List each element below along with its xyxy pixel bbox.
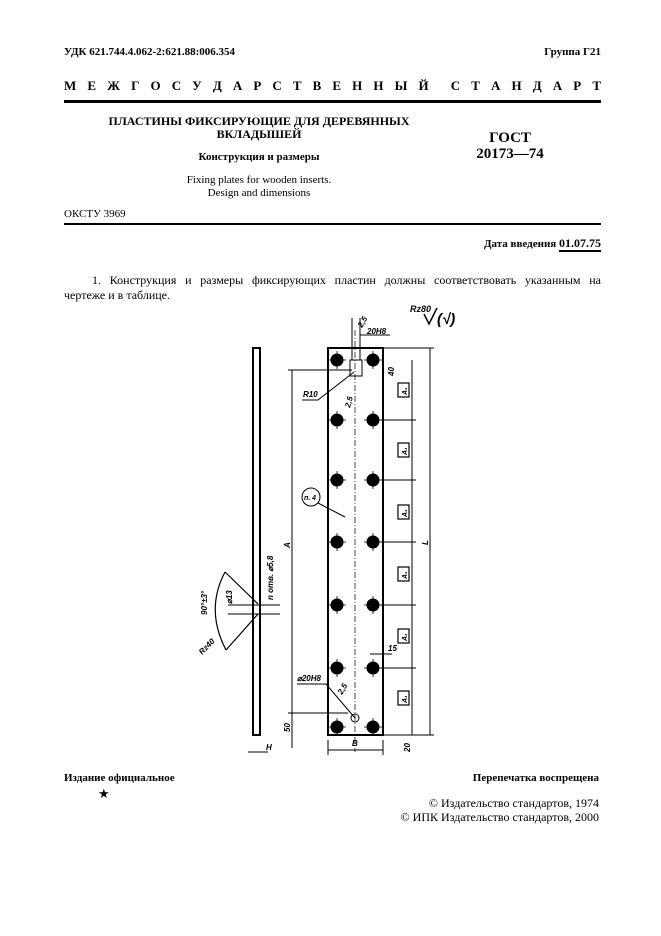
intro-date-value: 01.07.75 [559,236,601,252]
paragraph-1-line-2: чертеже и в таблице. [64,288,171,302]
paragraph-1: 1. Конструкция и размеры фиксирующих пла… [64,273,601,303]
banner-letter: О [150,78,161,93]
group-code: Группа Г21 [544,46,601,58]
okstu-code: ОКСТУ 3969 [64,208,126,220]
header-rule [64,100,601,103]
intro-date-label: Дата введения [483,238,557,250]
dim-15: 15 [388,644,397,653]
introduction-date: Дата введения 01.07.75 [483,236,601,252]
banner-letter: М [64,78,77,93]
title-en-line-1: Fixing plates for wooden inserts. [186,174,332,186]
a1-box [397,690,410,706]
banner-letter: В [312,78,322,93]
dim-d13: ⌀13 [225,590,234,604]
dim-25-bottom: 2,5 [335,681,349,696]
banner-letter: С [450,78,461,93]
banner-letter: Р [253,78,262,93]
a1-label: A₁ [402,387,409,396]
a1-box [397,504,410,520]
banner-letter: Е [87,78,97,93]
roughness-paren: (√) [437,311,455,328]
banner-letter: А [491,78,501,93]
a1-box [397,628,410,644]
a1-box [397,566,410,582]
title-ru: ПЛАСТИНЫ ФИКСИРУЮЩИЕ ДЛЯ ДЕРЕВЯННЫХ ВКЛА… [64,115,454,141]
gost-number: 20173—74 [476,146,544,162]
banner-letter: Е [332,78,342,93]
dim-l: L [421,540,430,545]
dim-40: 40 [387,367,396,377]
a1-box [397,382,410,398]
dim-25: 2,5 [343,395,355,410]
banner-letter: Т [292,78,302,93]
title-en: Fixing plates for wooden inserts. Design… [64,174,454,200]
dim-h: H [266,743,272,752]
banner-letter: С [272,78,282,93]
roughness-label: Rz80 [410,304,431,314]
okstu-rule [64,223,601,225]
star-icon: ★ [98,786,110,801]
a1-label: A₁ [402,447,409,456]
udk-code: УДК 621.744.4.062-2:621.88:006.354 [64,46,235,58]
rz40-label: Rz40 [197,636,217,656]
a1-label: A₁ [402,633,409,642]
banner-letter: А [232,78,243,93]
dim-20h8-top: 20H8 [366,327,387,336]
banner-letter: Т [471,78,480,93]
subtitle-ru: Конструкция и размеры [198,151,320,163]
a1-label: A₁ [402,571,409,580]
banner-letter: Д [212,78,222,93]
roughness-symbol-icon [423,307,438,326]
banner-letter: Ж [107,78,120,93]
official-edition: Издание официальное [64,772,175,784]
banner-letter: А [552,78,563,93]
banner-letter: Р [573,78,582,93]
banner-letter: Ы [394,78,408,93]
title-line-1: ПЛАСТИНЫ ФИКСИРУЮЩИЕ ДЛЯ ДЕРЕВЯННЫХ [108,114,410,128]
dim-50: 50 [283,723,292,732]
dim-a: A [283,542,292,549]
a1-box [397,442,410,458]
banner-letter: Н [373,78,384,93]
paragraph-1-line-1: 1. Конструкция и размеры фиксирующих пла… [92,273,601,287]
banner-letter: Й [418,78,429,93]
banner-letter: Д [532,78,542,93]
banner-letter: С [171,78,182,93]
copyright-1: © Издательство стандартов, 1974 [428,796,599,810]
gost-designation: ГОСТ 20173—74 [460,130,560,162]
banner-letter: Т [592,78,601,93]
banner-letter: Н [511,78,522,93]
a1-label: A₁ [402,695,409,704]
dim-20: 20 [403,743,412,753]
a1-label: A₁ [402,509,409,518]
title-en-line-2: Design and dimensions [207,187,311,199]
dim-d20h8: ⌀20H8 [297,674,321,683]
a1-dimension-boxes: A₁ A₁ A₁ A₁ A₁ A₁ [397,382,410,706]
title-line-2: ВКЛАДЫШЕЙ [216,127,302,141]
banner-letter: У [192,78,202,93]
banner-letter: Н [352,78,363,93]
holes-label: n отв. ⌀5,8 [266,555,275,600]
r10-label: R10 [303,390,318,399]
p4-callout: п. 4 [304,495,316,502]
dim-angle: 90°±3° [200,590,209,615]
plate-side-view [252,347,261,736]
gost-label: ГОСТ [489,130,531,146]
reprint-notice: Перепечатка воспрещена [472,772,599,784]
copyright-2: © ИПК Издательство стандартов, 2000 [400,810,599,824]
hole-pattern [328,351,416,736]
dim-b: B [352,739,358,748]
banner-letter: Г [131,78,140,93]
